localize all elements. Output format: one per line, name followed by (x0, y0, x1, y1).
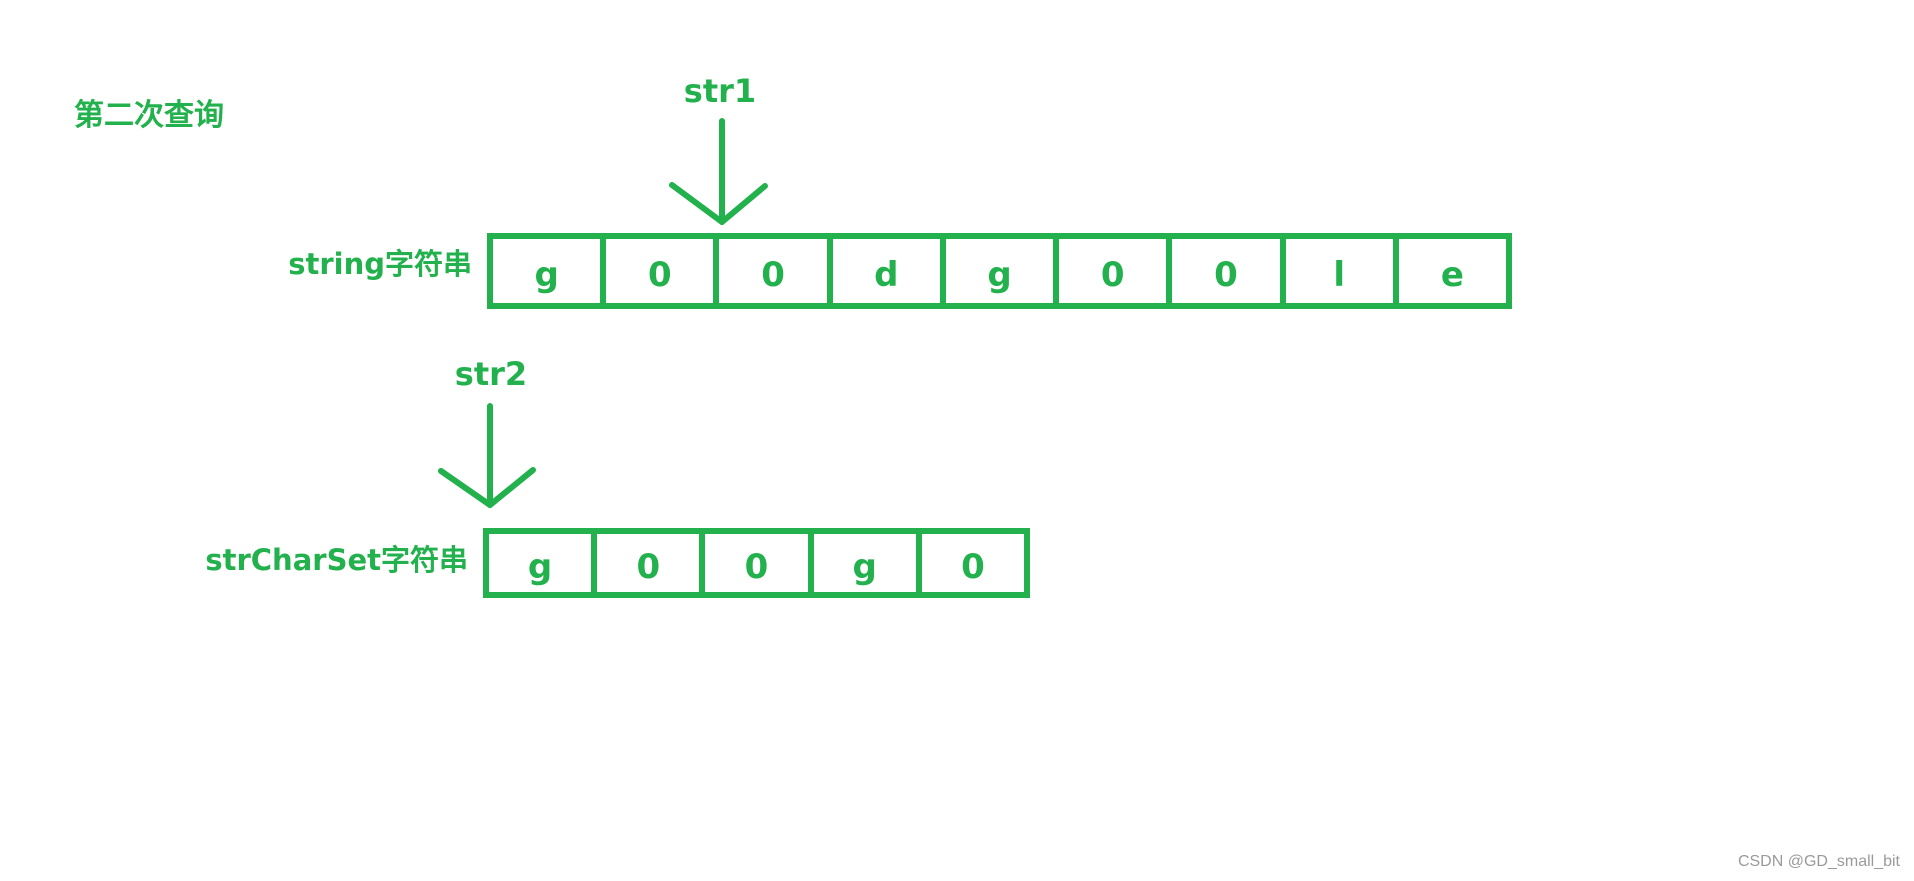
array-cell: 0 (1172, 239, 1286, 303)
pointer-label-str1: str1 (683, 72, 757, 110)
pointer-label-str2: str2 (454, 355, 528, 393)
array-cell: d (833, 239, 946, 303)
array-cell: l (1286, 239, 1399, 303)
array-cell: 0 (961, 547, 985, 587)
arrow-down-icon (669, 118, 768, 225)
row-label-string: string字符串 (288, 247, 472, 281)
strcharset-array: g 0 0 g 0 (483, 528, 1030, 598)
array-cell: e (1440, 255, 1464, 295)
arrow-down-icon (438, 403, 536, 508)
diagram-title: 第二次查询 (74, 98, 224, 133)
array-cell: g (493, 239, 607, 303)
array-cell: 0 (606, 239, 720, 303)
string-array: g 0 0 d g 0 0 l e (487, 233, 1512, 309)
array-cell: 0 (705, 534, 814, 592)
row-label-strcharset: strCharSet字符串 (205, 543, 468, 577)
array-cell: g (489, 534, 598, 592)
array-cell: g (946, 239, 1060, 303)
array-cell: 0 (1059, 239, 1173, 303)
array-cell: g (814, 534, 922, 592)
array-cell: 0 (719, 239, 833, 303)
array-cell: 0 (597, 534, 706, 592)
watermark: CSDN @GD_small_bit (1737, 853, 1900, 870)
